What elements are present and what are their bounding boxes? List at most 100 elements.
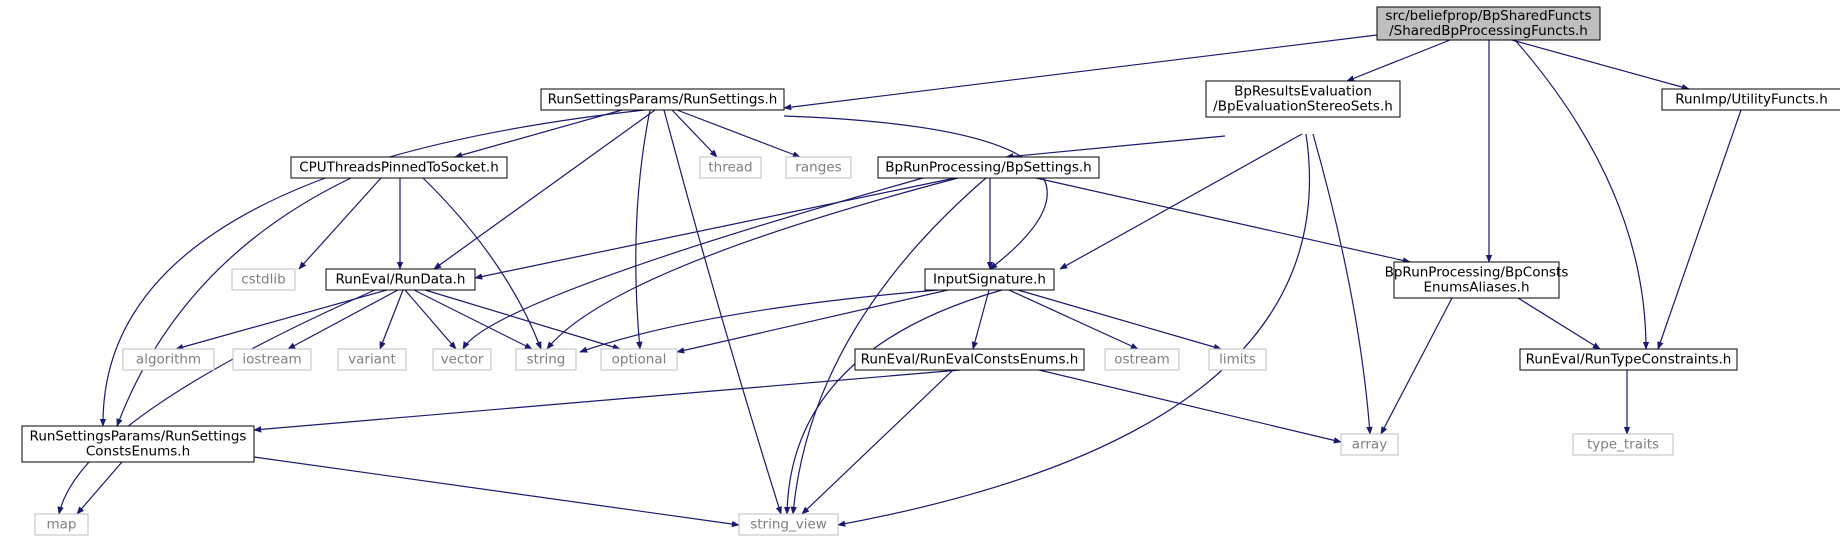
node-string_view: string_view bbox=[738, 513, 839, 536]
node-label: vector bbox=[441, 352, 484, 368]
node-cputhreads[interactable]: CPUThreadsPinnedToSocket.h bbox=[290, 156, 508, 179]
edge-runsettings-to-runsettingsconsts bbox=[99, 109, 646, 427]
node-algorithm: algorithm bbox=[122, 348, 215, 371]
edge-path bbox=[1035, 177, 1411, 264]
edge-runsettingsconsts-to-string_view bbox=[253, 456, 740, 528]
node-label: RunEval/RunTypeConstraints.h bbox=[1526, 352, 1732, 368]
edge-path bbox=[253, 456, 740, 528]
edge-cputhreads-to-runsettingsconsts bbox=[116, 177, 352, 427]
node-type_traits: type_traits bbox=[1572, 433, 1674, 456]
nodes-layer: src/beliefprop/BpSharedFuncts/SharedBpPr… bbox=[21, 6, 1840, 536]
node-label: RunSettingsParams/RunSettings.h bbox=[548, 92, 778, 108]
edge-path bbox=[76, 461, 123, 515]
edge-cputhreads-to-string bbox=[422, 177, 542, 350]
edge-root-to-runtypeconstraints bbox=[1514, 39, 1650, 350]
node-label: variant bbox=[348, 352, 396, 368]
node-box bbox=[515, 348, 577, 371]
edge-root-to-runsettings bbox=[783, 34, 1378, 111]
edge-path bbox=[790, 177, 987, 515]
node-label: /BpEvaluationStereoSets.h bbox=[1213, 99, 1393, 115]
edge-path bbox=[1657, 109, 1742, 350]
node-ostream: ostream bbox=[1104, 348, 1180, 371]
edge-path bbox=[424, 289, 621, 350]
edge-path bbox=[422, 177, 542, 350]
node-cstdlib: cstdlib bbox=[231, 268, 296, 291]
node-box bbox=[122, 348, 215, 371]
edge-path bbox=[1514, 39, 1650, 350]
edge-rundata-to-iostream bbox=[287, 289, 399, 350]
edge-path bbox=[1511, 39, 1690, 91]
node-label: BpRunProcessing/BpSettings.h bbox=[885, 160, 1091, 176]
edge-runevalconsts-to-runsettingsconsts bbox=[253, 369, 961, 433]
node-label: ostream bbox=[1114, 352, 1170, 368]
node-rundata[interactable]: RunEval/RunData.h bbox=[325, 268, 476, 291]
edge-path bbox=[783, 34, 1378, 111]
node-box bbox=[432, 348, 492, 371]
node-string: string bbox=[515, 348, 577, 371]
node-box bbox=[1572, 433, 1674, 456]
node-label: thread bbox=[708, 160, 752, 176]
edge-path bbox=[671, 109, 718, 158]
edge-path bbox=[57, 289, 376, 515]
node-utilityfuncts[interactable]: RunImp/UtilityFuncts.h bbox=[1661, 88, 1840, 111]
edge-path bbox=[379, 289, 404, 350]
edge-path bbox=[971, 289, 990, 350]
node-ranges: ranges bbox=[785, 156, 852, 179]
node-label: BpResultsEvaluation bbox=[1234, 84, 1372, 100]
node-box bbox=[231, 268, 296, 291]
edge-runsettings-to-rundata bbox=[433, 109, 656, 270]
edge-bpsettings-to-bpconsts bbox=[1035, 177, 1411, 264]
node-box bbox=[1519, 348, 1738, 371]
edge-runsettings-to-ranges bbox=[676, 109, 801, 158]
node-label: BpRunProcessing/BpConsts bbox=[1385, 265, 1569, 281]
edge-inputsig-to-optional bbox=[676, 289, 949, 354]
node-runevalconsts[interactable]: RunEval/RunEvalConstsEnums.h bbox=[854, 348, 1085, 371]
node-runsettingsconsts[interactable]: RunSettingsParams/RunSettingsConstsEnums… bbox=[21, 425, 255, 463]
edge-path bbox=[1312, 133, 1373, 435]
node-vector: vector bbox=[432, 348, 492, 371]
node-root[interactable]: src/beliefprop/BpSharedFuncts/SharedBpPr… bbox=[1376, 6, 1601, 41]
node-box bbox=[600, 348, 678, 371]
edge-bpsettings-to-vector bbox=[462, 177, 924, 350]
edge-path bbox=[635, 109, 651, 350]
edge-rundata-to-map bbox=[57, 289, 376, 515]
edge-path bbox=[433, 109, 656, 270]
node-label: RunEval/RunEvalConstsEnums.h bbox=[861, 352, 1079, 368]
node-bpresults[interactable]: BpResultsEvaluation/BpEvaluationStereoSe… bbox=[1205, 80, 1401, 118]
node-box bbox=[290, 156, 508, 179]
node-runsettings[interactable]: RunSettingsParams/RunSettings.h bbox=[540, 88, 785, 111]
node-box bbox=[924, 268, 1055, 291]
node-label: map bbox=[47, 517, 77, 533]
node-array: array bbox=[1340, 433, 1399, 456]
edges-layer bbox=[57, 34, 1742, 528]
edge-inputsig-to-limits bbox=[1017, 289, 1222, 351]
edge-inputsig-to-ostream bbox=[1008, 289, 1139, 350]
edge-bpresults-to-bpsettings bbox=[1005, 135, 1226, 160]
edge-path bbox=[1017, 289, 1222, 351]
edge-cputhreads-to-cstdlib bbox=[298, 177, 382, 270]
node-thread: thread bbox=[699, 156, 762, 179]
node-box bbox=[1205, 80, 1401, 118]
node-limits: limits bbox=[1208, 348, 1267, 371]
edge-path bbox=[1005, 135, 1226, 160]
node-bpsettings[interactable]: BpRunProcessing/BpSettings.h bbox=[877, 156, 1100, 179]
node-box bbox=[232, 348, 312, 371]
edge-runsettings-to-optional bbox=[635, 109, 651, 350]
node-label: CPUThreadsPinnedToSocket.h bbox=[299, 160, 499, 176]
node-inputsig[interactable]: InputSignature.h bbox=[924, 268, 1055, 291]
edge-runsettings-to-string_view bbox=[663, 109, 782, 515]
edge-bpsettings-to-string_view bbox=[790, 177, 987, 515]
edge-bpconsts-to-runtypeconstraints bbox=[1517, 297, 1601, 350]
node-box bbox=[1376, 6, 1601, 41]
node-label: limits bbox=[1219, 352, 1256, 368]
edge-bpresults-to-inputsig bbox=[1059, 133, 1303, 270]
edge-path bbox=[99, 109, 646, 427]
node-label: RunSettingsParams/RunSettings bbox=[30, 429, 247, 445]
edge-inputsig-to-string bbox=[579, 289, 939, 353]
edge-path bbox=[298, 177, 382, 270]
edge-path bbox=[474, 177, 956, 280]
node-runtypeconstraints[interactable]: RunEval/RunTypeConstraints.h bbox=[1519, 348, 1738, 371]
node-box bbox=[877, 156, 1100, 179]
node-box bbox=[21, 425, 255, 463]
